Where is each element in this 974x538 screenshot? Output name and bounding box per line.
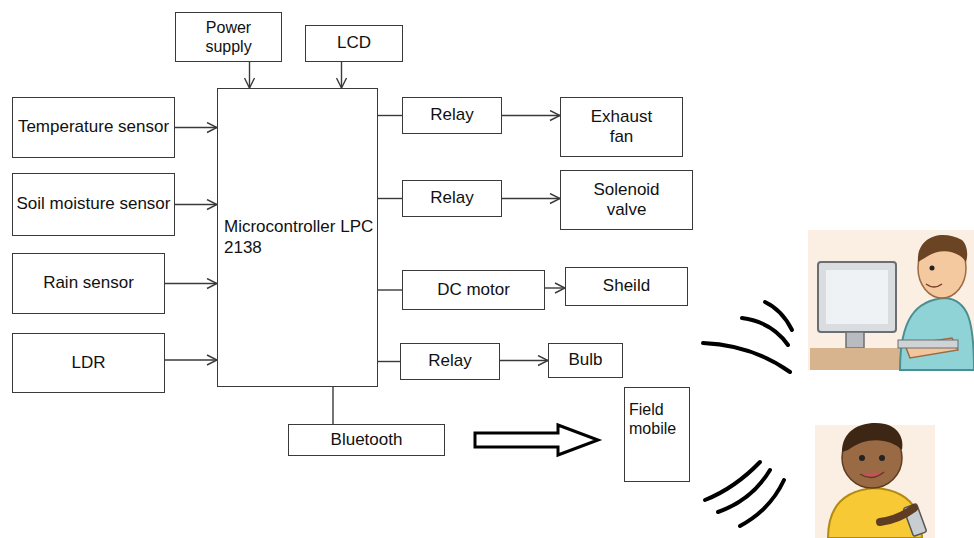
block-box: Sheild: [565, 267, 688, 306]
connector: [341, 62, 342, 88]
connector: [332, 387, 333, 424]
person-with-phone: [815, 423, 935, 538]
connector: [175, 204, 217, 205]
block-label: Temperature sensor: [18, 117, 169, 137]
block-box: Relay: [400, 343, 500, 380]
person-at-computer: [808, 230, 974, 370]
connector: [502, 115, 560, 116]
signal-waves: [703, 302, 792, 526]
block-label: Power supply: [189, 18, 269, 56]
block-label: Rain sensor: [43, 273, 134, 293]
block-box: Bluetooth: [288, 424, 445, 456]
block-box: Relay: [402, 180, 502, 217]
block-label: Field mobile: [629, 400, 685, 438]
block-box: Solenoid valve: [560, 170, 693, 230]
block-box: Rain sensor: [12, 253, 165, 314]
connector: [502, 198, 560, 199]
connector: [378, 289, 402, 290]
block-box: Microcontroller LPC 2138: [217, 88, 378, 387]
block-box: Soil moisture sensor: [12, 173, 175, 236]
block-label: Bulb: [568, 350, 602, 370]
connector: [249, 62, 250, 88]
connector: [500, 360, 548, 361]
block-label: Relay: [430, 105, 473, 125]
block-box: Relay: [402, 97, 502, 134]
block-box: LCD: [305, 25, 403, 62]
connector: [165, 359, 217, 360]
connector: [378, 198, 402, 199]
block-box: DC motor: [402, 270, 545, 310]
block-box: Temperature sensor: [12, 97, 175, 158]
block-box: Power supply: [175, 12, 282, 62]
wireless-arrow: [475, 425, 598, 455]
block-box: LDR: [12, 333, 165, 393]
block-label: DC motor: [437, 280, 510, 300]
block-label: LCD: [337, 33, 371, 53]
block-box: Field mobile: [624, 387, 690, 482]
block-label: Microcontroller LPC 2138: [224, 217, 377, 258]
block-box: Exhaust fan: [560, 97, 683, 157]
connector: [545, 287, 565, 288]
connector: [378, 115, 402, 116]
block-label: Solenoid valve: [582, 180, 672, 221]
block-label: Relay: [430, 188, 473, 208]
block-label: LDR: [71, 353, 105, 373]
connector: [175, 127, 217, 128]
block-label: Soil moisture sensor: [16, 194, 170, 214]
block-label: Exhaust fan: [582, 107, 662, 148]
block-box: Bulb: [548, 343, 623, 378]
block-label: Relay: [428, 351, 471, 371]
block-label: Bluetooth: [331, 430, 403, 450]
connector: [165, 283, 217, 284]
block-label: Sheild: [603, 276, 650, 296]
connector: [378, 361, 400, 362]
